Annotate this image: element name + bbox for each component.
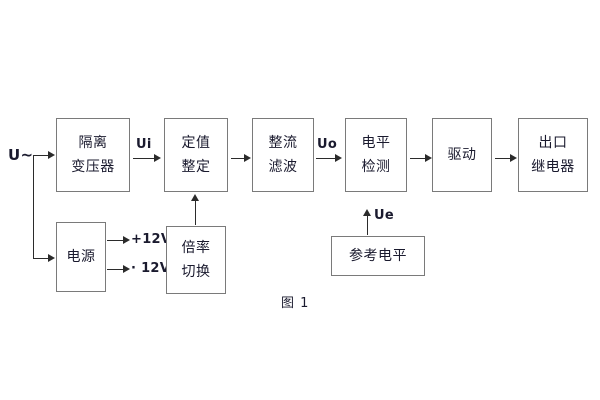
connector-drive-to-relay	[495, 158, 511, 159]
connector-reference-to-level	[367, 215, 368, 235]
arrowhead-transformer-to-setting	[154, 153, 161, 162]
block-multiplier-switch-line2: 切换	[181, 264, 211, 280]
connector-multiplier-to-setting	[195, 200, 196, 225]
arrowhead-power-plus12v	[123, 235, 130, 244]
block-power-supply[interactable]: 电源	[56, 222, 106, 292]
block-reference-level[interactable]: 参考电平	[331, 236, 425, 276]
block-level-detect-line2: 检测	[361, 159, 391, 175]
signal-label-minus12v: · 12V	[131, 261, 171, 276]
arrowhead-rectify-to-level	[335, 153, 342, 162]
arrowhead-power-minus12v	[123, 264, 130, 273]
block-multiplier-switch-line1: 倍率	[181, 239, 211, 256]
input-label-u: U~	[8, 146, 34, 164]
block-reference-level-line1: 参考电平	[349, 247, 407, 264]
arrowhead-drive-to-relay	[510, 153, 517, 162]
connector-u-to-power	[33, 258, 49, 259]
block-rectify-filter-line2: 滤波	[268, 159, 298, 175]
arrowhead-reference-to-level	[362, 209, 371, 216]
connector-transformer-to-setting	[133, 158, 155, 159]
block-output-relay[interactable]: 出口 继电器	[518, 118, 588, 192]
figure-caption: 图 1	[281, 296, 310, 311]
block-level-detect-line1: 电平	[361, 134, 391, 151]
block-setting-value-line1: 定值	[181, 134, 211, 151]
block-multiplier-switch[interactable]: 倍率 切换	[166, 226, 226, 294]
block-rectify-filter-line1: 整流	[268, 134, 298, 151]
block-rectify-filter[interactable]: 整流 滤波	[252, 118, 314, 192]
block-setting-value-line2: 整定	[181, 159, 211, 175]
arrowhead-u-to-power	[48, 253, 55, 262]
block-setting-value[interactable]: 定值 整定	[164, 118, 228, 192]
connector-rectify-to-level	[316, 158, 336, 159]
connector-setting-to-rectify	[231, 158, 245, 159]
arrowhead-setting-to-rectify	[244, 153, 251, 162]
connector-u-to-transformer	[33, 155, 49, 156]
signal-label-ue: Ue	[374, 208, 394, 223]
block-level-detect[interactable]: 电平 检测	[345, 118, 407, 192]
connector-power-plus12v	[107, 240, 124, 241]
signal-label-plus12v: +12V	[131, 232, 172, 247]
block-isolation-transformer[interactable]: 隔离 变压器	[56, 118, 130, 192]
block-output-relay-line1: 出口	[538, 134, 568, 151]
arrowhead-multiplier-to-setting	[190, 194, 199, 201]
signal-label-uo: Uo	[317, 137, 338, 152]
connector-u-split-vertical	[33, 155, 34, 258]
arrowhead-level-to-drive	[425, 153, 432, 162]
arrowhead-u-to-transformer	[48, 150, 55, 159]
block-power-supply-line1: 电源	[66, 248, 96, 265]
block-output-relay-line2: 继电器	[531, 159, 575, 175]
signal-label-ui: Ui	[136, 137, 152, 152]
block-isolation-transformer-line2: 变压器	[71, 159, 115, 175]
block-drive[interactable]: 驱动	[432, 118, 492, 192]
connector-level-to-drive	[410, 158, 426, 159]
block-drive-line1: 驱动	[447, 146, 477, 163]
connector-power-minus12v	[107, 269, 124, 270]
block-isolation-transformer-line1: 隔离	[78, 134, 108, 151]
